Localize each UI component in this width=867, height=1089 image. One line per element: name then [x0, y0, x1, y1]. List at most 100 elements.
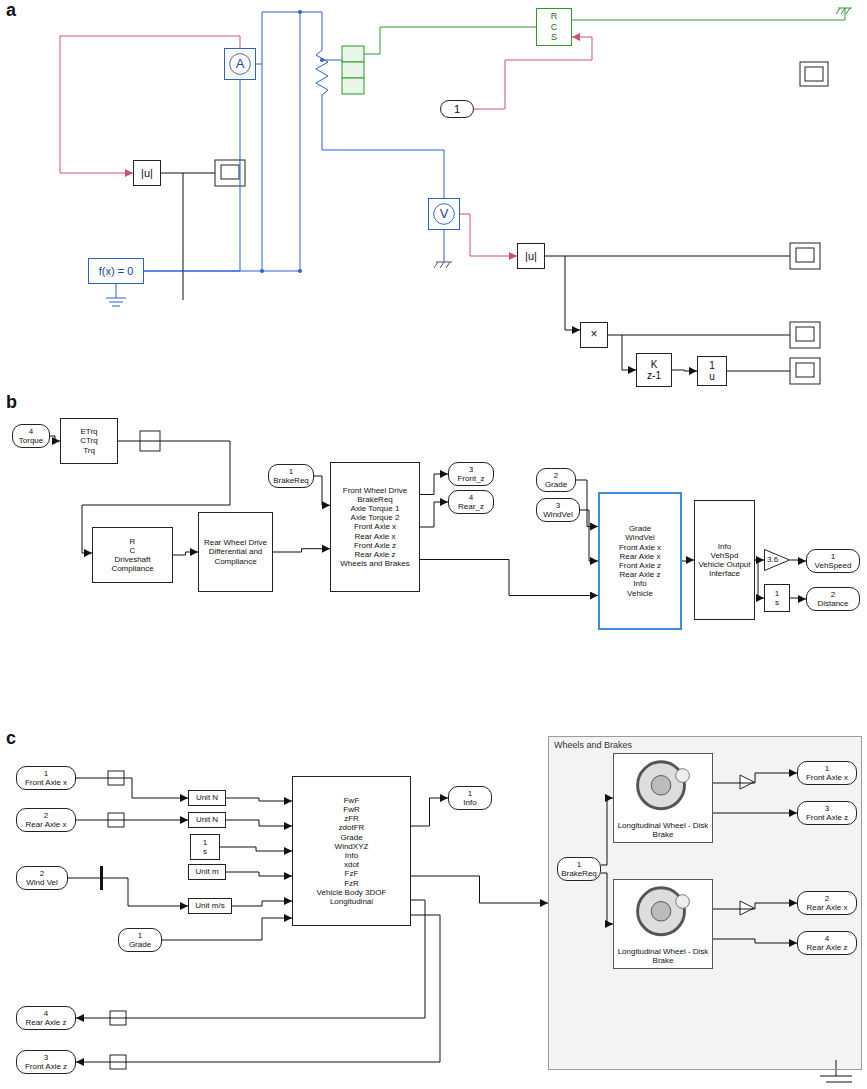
physical-wire: [106, 12, 444, 306]
block-label: |u|: [525, 250, 537, 263]
block-label: Grade: [129, 940, 151, 949]
physical-wire: [322, 95, 444, 198]
panel-letter: b: [6, 392, 17, 413]
physical-wire: [106, 298, 126, 306]
junction-dot: [260, 10, 324, 273]
signal-wire: [161, 173, 790, 371]
gain-triangle: [765, 550, 790, 571]
signal-line: [682, 560, 694, 561]
scope-block: [796, 248, 814, 262]
subsystem-panel-fill: [548, 736, 862, 1070]
signal-line: [76, 915, 440, 1062]
block-label: Front Axle z: [354, 541, 396, 550]
signal-line: [220, 847, 292, 851]
gain-triangle: [740, 775, 754, 915]
switch-block: RCS: [536, 8, 572, 46]
signal-line: [162, 918, 292, 940]
block-label: Rear Axle z: [26, 1018, 67, 1027]
block-label: zdotFR: [339, 823, 365, 832]
block-label: 4: [29, 427, 33, 436]
block-label: BrakeReq: [273, 476, 309, 485]
port-oval: 3WindVel: [536, 498, 580, 522]
scope-block: [790, 358, 820, 384]
scope-block: [215, 62, 828, 384]
block-label: Front Axle x: [25, 778, 67, 787]
block-label: Rear Wheel Drive: [204, 538, 267, 547]
block-label: 1: [577, 860, 581, 869]
signal-line: [713, 773, 797, 783]
block-label: Torque: [19, 436, 43, 445]
signal-line: [755, 560, 764, 598]
block-label: 1: [709, 360, 715, 372]
wheel-icon: [638, 762, 685, 809]
port-oval: 2Rear Axle x: [797, 891, 857, 915]
block-label: S: [551, 32, 557, 42]
block-label: Info: [633, 579, 646, 588]
block-label: A: [236, 57, 245, 72]
gain-block: 3.6: [764, 549, 790, 571]
simulink-block: 1s: [764, 584, 790, 612]
block-label: Driveshaft Compliance: [95, 555, 170, 573]
block-label: 3: [825, 804, 829, 813]
signal-line: [474, 37, 592, 109]
block-label: Trq: [83, 446, 95, 455]
wheel-icon: [651, 776, 671, 796]
block-label: zFR: [344, 814, 359, 823]
port-oval: 2Distance: [806, 587, 860, 611]
signal-line: [314, 476, 330, 505]
block-label: 1: [454, 103, 460, 116]
port-oval: 1Info: [448, 786, 492, 810]
signal-line: [60, 36, 240, 173]
block-label: Vehicle Body 3DOF Longitudinal: [295, 888, 408, 906]
block-label: s: [203, 847, 207, 856]
block-label: 4: [825, 934, 829, 943]
signal-line: [226, 820, 292, 826]
resistor-symbol: [316, 40, 328, 95]
block-label: 1: [825, 764, 829, 773]
resistor-symbol: [316, 40, 328, 95]
block-label: CTrq: [80, 436, 97, 445]
signal-line: [68, 878, 188, 906]
signal-line: [226, 798, 292, 801]
port-oval: 1Grade: [118, 928, 162, 952]
port-oval: 3Front Axle z: [797, 801, 857, 825]
wheel-block: Longitudinal Wheel - Disk Brake: [613, 753, 713, 843]
block-label: Front Axle x: [619, 543, 661, 552]
signal-line: [608, 335, 636, 370]
scope-block: [790, 322, 820, 348]
block-label: FwF: [344, 796, 360, 805]
port-oval: 2Rear Axle x: [16, 808, 76, 832]
block-label: Front Axle x: [354, 522, 396, 531]
block-label: Longitudinal Wheel - Disk Brake: [616, 821, 710, 839]
block-label: Info: [718, 542, 731, 551]
green-wire: [364, 8, 852, 54]
port-oval: 4Rear Axle z: [16, 1006, 76, 1030]
simulink-block: FwFFwRzFRzdotFRGradeWindXYZInfoxdotFzFFz…: [292, 776, 411, 926]
scope-block: [805, 67, 823, 81]
block-label: Axle Torque 1: [351, 504, 400, 513]
signal-line: [713, 939, 797, 943]
scope-block: [796, 363, 814, 377]
block-label: Unit N: [196, 815, 218, 824]
green-wire: [364, 27, 536, 54]
simulink-block: Rear Wheel DriveDifferential and Complia…: [198, 512, 273, 592]
port-oval: 1: [440, 100, 474, 118]
signal-line: [76, 820, 188, 821]
green-wire: [836, 8, 852, 14]
signal-line: [411, 876, 548, 903]
subsystem-panel: Wheels and BrakesLongitudinal Wheel - Di…: [548, 736, 862, 1070]
block-label: Rear Axle z: [807, 943, 848, 952]
block-label: VehSpeed: [815, 561, 852, 570]
signal-line: [460, 214, 517, 256]
port-oval: 3Front Axle z: [16, 1050, 76, 1074]
block-label: WindVel: [543, 510, 572, 519]
block-label: C: [551, 22, 558, 32]
simulink-block: 1s: [190, 834, 220, 860]
signal-wire: [161, 173, 215, 174]
signal-line: [273, 549, 330, 552]
block-label: Unit N: [196, 793, 218, 802]
simulink-block: Front Wheel DriveBrakeReqAxle Torque 1Ax…: [330, 462, 420, 592]
block-label: Grade: [545, 480, 567, 489]
signal-line: [420, 474, 448, 495]
battery-block: [342, 62, 364, 78]
